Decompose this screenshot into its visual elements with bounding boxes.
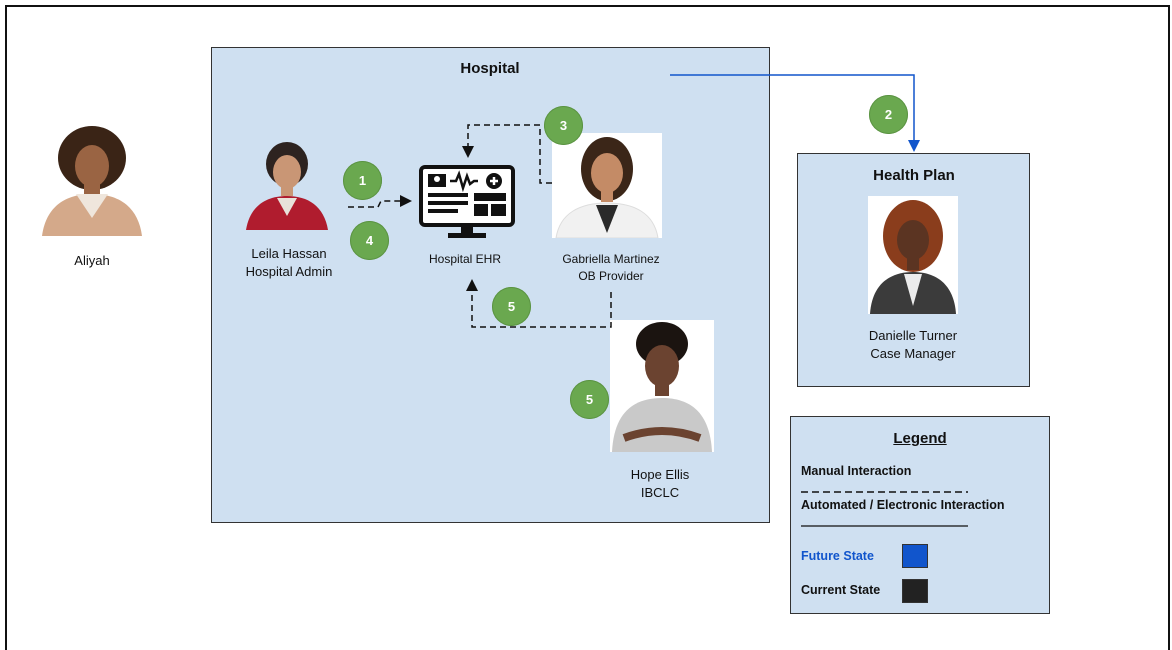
- connector-gabriella-ehr-top: [462, 124, 552, 184]
- future-connector-hospital-healthplan: [670, 74, 920, 152]
- person-name: Hope Ellis: [630, 467, 690, 482]
- person-name: Gabriella Martinez: [562, 252, 660, 266]
- person-role: IBCLC: [640, 485, 680, 500]
- connector-leila-ehr: [348, 195, 412, 208]
- aliyah-label: Aliyah: [50, 252, 134, 270]
- person-name: Aliyah: [74, 253, 110, 268]
- person-name: Leila Hassan: [251, 246, 327, 261]
- step-badge-5-hope: 5: [570, 380, 609, 419]
- person-role: Case Manager: [870, 346, 956, 361]
- avatar-aliyah: [36, 118, 148, 236]
- step-badge-3: 3: [544, 106, 583, 145]
- step-badge-2: 2: [869, 95, 908, 134]
- legend-title: Legend: [893, 430, 947, 447]
- step-badge-4: 4: [350, 221, 389, 260]
- step-badge-1: 1: [343, 161, 382, 200]
- legend-future-label: Future State: [801, 549, 874, 563]
- step-badge-5-ehr: 5: [492, 287, 531, 326]
- computer-monitor-icon: [418, 164, 516, 240]
- leila-label: Leila Hassan Hospital Admin: [224, 245, 354, 281]
- danielle-label: Danielle Turner Case Manager: [848, 327, 978, 363]
- gabriella-label: Gabriella Martinez OB Provider: [546, 251, 676, 285]
- hospital-ehr-label: Hospital EHR: [428, 252, 502, 266]
- legend-current-swatch: [902, 579, 928, 603]
- legend-future-swatch: [902, 544, 928, 568]
- person-role: OB Provider: [578, 269, 644, 283]
- connector-gabriella-ehr-bottom: [466, 279, 612, 328]
- avatar-leila-hassan: [244, 136, 330, 230]
- avatar-danielle-turner: [868, 196, 958, 314]
- person-name: Danielle Turner: [868, 328, 958, 343]
- legend-manual-label: Manual Interaction: [801, 464, 912, 478]
- hope-label: Hope Ellis IBCLC: [595, 466, 725, 502]
- legend-current-label: Current State: [801, 583, 881, 597]
- avatar-gabriella-martinez: [552, 133, 662, 238]
- person-role: Hospital Admin: [245, 264, 333, 279]
- legend-automated-label: Automated / Electronic Interaction: [801, 498, 1005, 512]
- health-plan-title: Health Plan: [873, 167, 955, 184]
- canvas-frame: [5, 5, 1170, 650]
- avatar-hope-ellis: [610, 320, 714, 452]
- hospital-title: Hospital: [460, 60, 520, 77]
